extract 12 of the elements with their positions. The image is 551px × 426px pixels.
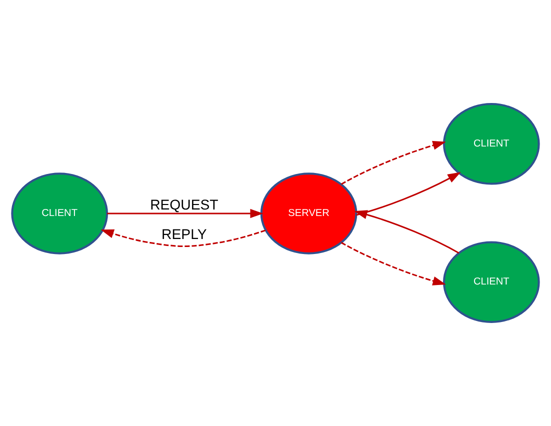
arrow [340, 140, 446, 185]
node-ellipse: CLIENT [11, 172, 108, 254]
node-ellipse: SERVER [260, 172, 358, 254]
node-ellipse: CLIENT [442, 241, 540, 323]
arrow [100, 229, 266, 248]
arrow [354, 210, 460, 254]
arrow [356, 172, 461, 216]
arrow [340, 242, 446, 286]
edge-label: REPLY [162, 226, 207, 242]
edge-label: REQUEST [150, 196, 218, 213]
arrow [107, 208, 264, 218]
node-ellipse: CLIENT [442, 103, 540, 185]
